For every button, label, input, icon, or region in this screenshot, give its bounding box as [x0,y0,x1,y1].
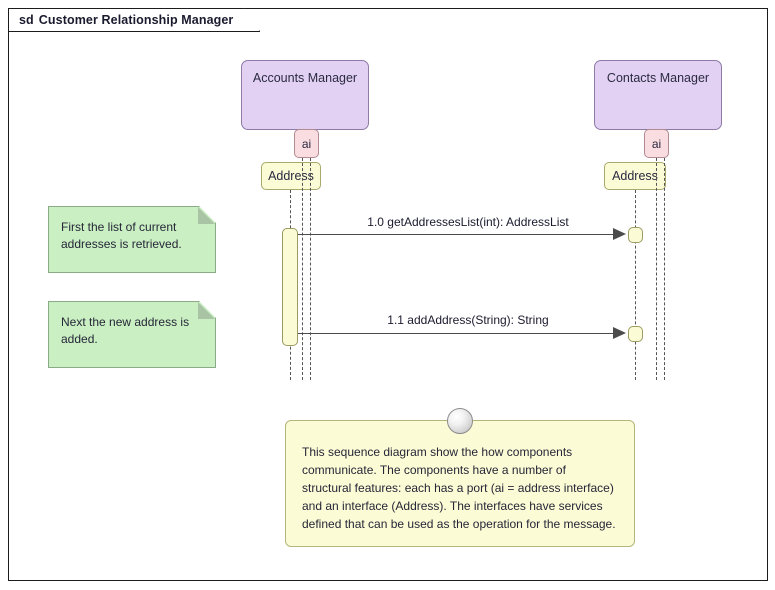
message-label-1-1: 1.1 addAddress(String): String [387,313,549,327]
lifeline-accounts-port-a [302,158,303,380]
comment-note[interactable]: This sequence diagram show the how compo… [285,420,635,547]
activation-bar-accounts [282,228,298,346]
comment-anchor-ball-icon [447,408,473,434]
component-contacts-manager[interactable]: Contacts Manager [594,60,722,130]
message-line-1-1 [298,333,615,334]
interface-accounts-address[interactable]: Address [261,162,321,190]
diagram-frame-title-tab[interactable]: sd Customer Relationship Manager [8,8,260,32]
activation-contacts-1-1 [628,326,643,342]
lifeline-contacts-port-b [664,158,665,380]
frame-title: Customer Relationship Manager [38,13,234,27]
lifeline-accounts-port-b [310,158,311,380]
port-contacts-ai-label: ai [651,136,662,151]
message-arrowhead-1-1 [613,327,626,339]
lifeline-contacts-port-a [656,158,657,380]
note-first-addresses-text: First the list of current addresses is r… [61,220,182,251]
frame-keyword: sd [19,13,34,27]
component-accounts-manager[interactable]: Accounts Manager [241,60,369,130]
note-first-addresses[interactable]: First the list of current addresses is r… [48,206,216,273]
port-contacts-ai[interactable]: ai [644,129,669,158]
note-next-address-text: Next the new address is added. [61,315,190,346]
interface-contacts-address-label: Address [612,169,658,183]
message-label-1-0: 1.0 getAddressesList(int): AddressList [367,215,569,229]
component-contacts-manager-label: Contacts Manager [606,71,710,85]
component-accounts-manager-label: Accounts Manager [252,71,358,85]
port-accounts-ai-label: ai [301,136,312,151]
activation-contacts-1-0 [628,227,643,243]
note-next-address[interactable]: Next the new address is added. [48,301,216,368]
port-accounts-ai[interactable]: ai [294,129,319,158]
interface-contacts-address[interactable]: Address [604,162,666,190]
comment-note-text: This sequence diagram show the how compo… [302,445,616,531]
message-line-1-0 [298,234,615,235]
message-arrowhead-1-0 [613,228,626,240]
lifeline-contacts-interface [635,190,636,380]
interface-accounts-address-label: Address [268,169,314,183]
